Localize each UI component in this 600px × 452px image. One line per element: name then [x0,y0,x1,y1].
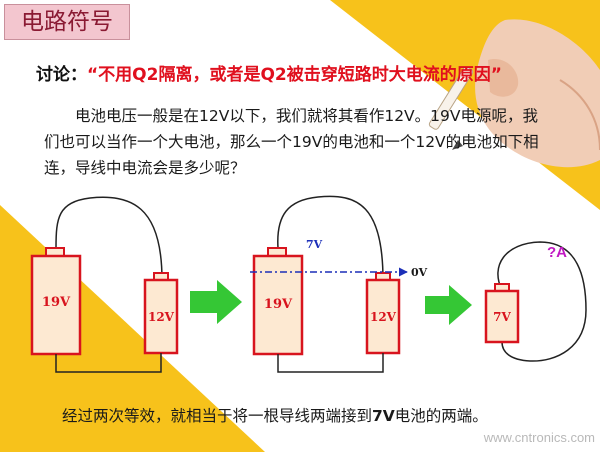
heading-quote: “不用Q2隔离，或者是Q2被击穿短路时大电流的原因” [87,65,502,85]
battery-7v [484,289,520,344]
arrow-right-2 [425,285,472,325]
battery-12v-label: 12V [370,310,397,324]
hand-with-pen [428,19,600,168]
question-paragraph: 电池电压一般是在12V以下，我们就将其看作12V。19V电源呢，我们也可以当作一… [44,107,539,177]
current-question-label: ?A [547,244,567,261]
battery-19v-label: 19V [264,297,293,312]
panel-final-circuit: 7V ?A [484,241,587,362]
label-0v: 0V [411,266,428,279]
battery-19v [30,254,82,356]
conclusion-voltage: 7V [372,407,395,425]
conclusion-text: 经过两次等效，就相当于将一根导线两端接到7V电池的两端。 [62,404,572,426]
slide-title: 电路符号 [4,4,130,40]
wire-top [277,195,384,281]
battery-12v-label: 12V [148,310,175,324]
battery-7v-label: 7V [493,310,511,324]
label-7v: 7V [306,238,323,251]
battery-12v [143,278,179,355]
heading-prefix: 讨论： [36,65,87,85]
wire-top [55,196,163,281]
panel-original-circuit: 19V 12V [30,196,179,373]
wire-bottom [277,353,384,373]
conclusion-text-end: 电池的两端。 [394,407,488,425]
conclusion-text-start: 经过两次等效，就相当于将一根导线两端接到 [62,407,373,425]
battery-19v-label: 19V [42,295,71,310]
wire-bottom [55,353,162,373]
arrow-right-1 [190,280,242,324]
battery-12v [365,278,401,355]
discussion-heading: 讨论：“不用Q2隔离，或者是Q2被击穿短路时大电流的原因” [36,60,576,85]
watermark: www.cntronics.com [483,430,595,445]
battery-19v [252,254,304,356]
panel-equivalent-circuit: 19V 12V 7V 0V [250,195,428,373]
short-circuit-wire [497,241,587,362]
